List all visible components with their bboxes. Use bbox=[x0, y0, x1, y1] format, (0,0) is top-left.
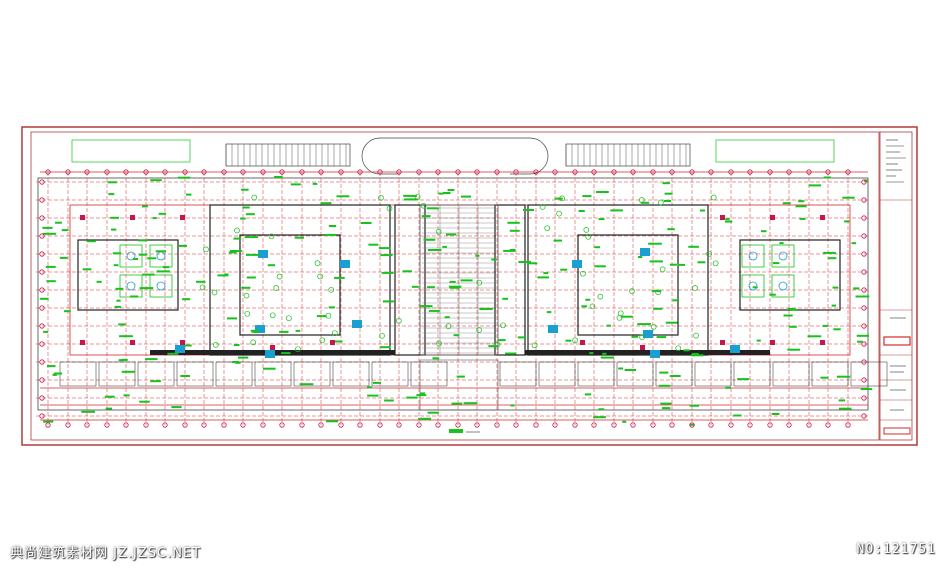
watermark-number: NO:121751 bbox=[856, 542, 936, 557]
watermark-site-text: 典尚建筑素材网 JZ.JZSC.NET bbox=[10, 546, 202, 561]
site-bleachers bbox=[225, 144, 687, 166]
fixtures bbox=[119, 244, 795, 358]
title-block bbox=[879, 131, 913, 441]
inner-frame bbox=[30, 131, 880, 441]
drawing-frame bbox=[21, 126, 918, 446]
central-stair-core bbox=[419, 204, 499, 411]
plan-title-mark bbox=[449, 429, 480, 433]
grid-axis-bubbles bbox=[39, 169, 867, 428]
green-annotations bbox=[40, 176, 873, 426]
